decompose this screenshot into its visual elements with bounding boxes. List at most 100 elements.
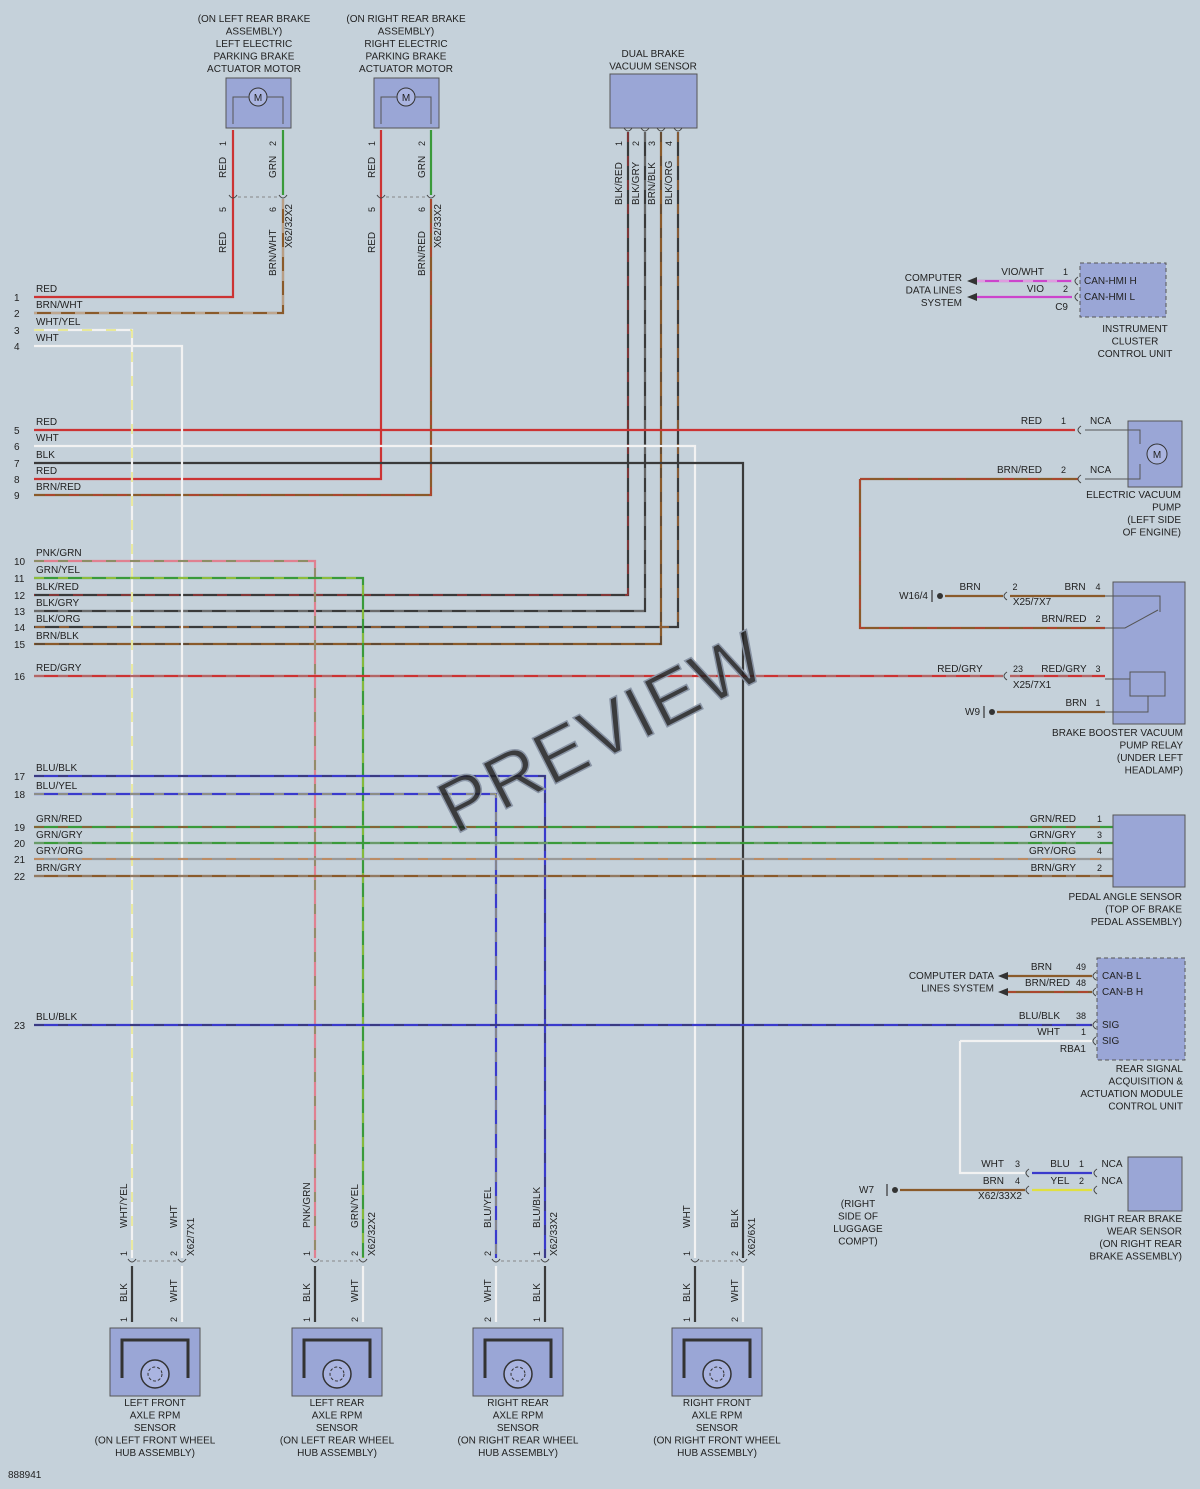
pin: 6 <box>417 207 427 212</box>
wire-label: RED <box>218 232 229 253</box>
pin: 1 <box>119 1251 129 1256</box>
wire-label: BRN/RED <box>1025 978 1070 989</box>
pin: 1 <box>1097 814 1102 824</box>
pin: 1 <box>1063 267 1068 277</box>
pin: 2 <box>1095 614 1100 624</box>
cluster-system-label: COMPUTER <box>905 273 962 284</box>
connector-mark <box>278 194 288 199</box>
connector-label: RBA1 <box>1060 1044 1087 1055</box>
row-wire-label: BRN/BLK <box>36 631 79 642</box>
arrow-icon <box>998 972 1008 980</box>
relay-coil <box>1105 671 1166 713</box>
wire-label: GRN/RED <box>1030 814 1076 825</box>
ground-label: W9 <box>965 707 980 718</box>
connector-mark <box>491 1258 501 1263</box>
pin: 2 <box>730 1317 740 1322</box>
motor-internal <box>380 96 432 124</box>
cluster-label: INSTRUMENT <box>1102 324 1168 335</box>
connector-mark <box>177 1258 187 1263</box>
ground-location-label: COMPT) <box>838 1237 877 1248</box>
components-layer <box>109 73 1186 1397</box>
connector-label: X62/32X2 <box>284 204 295 248</box>
row-number: 12 <box>14 591 26 602</box>
ground-location-label: LUGGAGE <box>833 1224 883 1235</box>
vacuum-pump-label: ELECTRIC VACUUM <box>1086 490 1181 501</box>
nca-label: NCA <box>1101 1159 1122 1170</box>
row-number: 7 <box>14 459 20 470</box>
row-wire-label: RED <box>36 466 57 477</box>
wire-label: WHT <box>483 1279 494 1302</box>
pin: 2 <box>631 141 641 146</box>
wire-label: BLK/ORG <box>664 160 675 205</box>
row-number: 17 <box>14 772 26 783</box>
rear-module-label: ACTUATION MODULE <box>1080 1089 1183 1100</box>
connector-label: X62/33X2 <box>549 1212 560 1256</box>
pin: 2 <box>268 141 278 146</box>
wire-label: BRN/BLK <box>647 162 658 205</box>
wire-label: RED <box>367 232 378 253</box>
motor-symbol: M <box>402 93 410 104</box>
pin: 1 <box>218 141 228 146</box>
rpm-sensor-label: AXLE RPM <box>692 1411 743 1422</box>
pin: 1 <box>532 1251 542 1256</box>
wire-label: BLK <box>532 1283 543 1302</box>
wire-label: BLK <box>119 1283 130 1302</box>
row-wire-label: BRN/WHT <box>36 300 83 311</box>
connector-mark <box>1092 1020 1097 1030</box>
motor-internal <box>232 96 284 124</box>
pin: 4 <box>664 141 674 146</box>
relay-box <box>1112 581 1186 725</box>
row-number: 10 <box>14 557 26 568</box>
wire-label: BLK <box>682 1283 693 1302</box>
wire-label: GRN <box>268 156 279 178</box>
wire-row-1 <box>34 130 235 299</box>
wire-label: BLK <box>730 1209 741 1228</box>
connector-label: X62/6X1 <box>747 1217 758 1256</box>
wire-label: BRN/RED <box>997 465 1042 476</box>
pin: 2 <box>730 1251 740 1256</box>
wire-label: RED <box>218 157 229 178</box>
pin: 4 <box>1097 846 1102 856</box>
rpm-sensor-label: (ON RIGHT FRONT WHEEL <box>653 1436 781 1447</box>
rear-module-system-label: LINES SYSTEM <box>921 984 994 995</box>
row-wire-label: BLU/BLK <box>36 763 77 774</box>
connector-mark <box>1077 474 1082 484</box>
connector-mark <box>1092 987 1097 997</box>
nca-label: NCA <box>1090 416 1111 427</box>
wire-vacuum-3-tracer <box>34 132 662 645</box>
wire-label: BRN/WHT <box>268 229 279 276</box>
connector-label: X25/7X7 <box>1013 597 1052 608</box>
row-wire-label: GRN/YEL <box>36 565 80 576</box>
wear-sensor-label: RIGHT REAR BRAKE <box>1084 1214 1182 1225</box>
row-number: 21 <box>14 855 26 866</box>
pin: 4 <box>1015 1176 1020 1186</box>
pin: 1 <box>302 1251 312 1256</box>
relay-label: BRAKE BOOSTER VACUUM <box>1052 728 1183 739</box>
sensor-wheel-icon <box>140 1359 170 1389</box>
ground-icon <box>892 1187 898 1193</box>
connector-mark <box>1003 591 1008 601</box>
wire-label: BRN <box>1064 582 1085 593</box>
connector-mark <box>540 1258 550 1263</box>
labels-layer: 1RED2BRN/WHT3WHT/YEL4WHT5RED6WHT7BLK8RED… <box>14 14 1183 1459</box>
wire-row-4 <box>34 344 184 1258</box>
row-wire-label: WHT <box>36 433 59 444</box>
connector-mark <box>690 1258 700 1263</box>
rear-module-label: CONTROL UNIT <box>1108 1102 1183 1113</box>
left-epb-label: (ON LEFT REAR BRAKE <box>198 14 311 25</box>
rpm-sensor-label: RIGHT REAR <box>487 1398 549 1409</box>
row-wire-label: BLK/ORG <box>36 614 81 625</box>
connector-mark <box>656 127 666 132</box>
diagram-id: 888941 <box>8 1470 42 1481</box>
connector-mark <box>1074 276 1079 286</box>
row-wire-label: BLK/GRY <box>36 598 79 609</box>
signal-label: SIG <box>1102 1020 1119 1031</box>
connector-mark <box>1025 1168 1030 1178</box>
wire-label: VIO <box>1027 284 1044 295</box>
rpm-sensor-label: RIGHT FRONT <box>683 1398 751 1409</box>
row-number: 13 <box>14 607 26 618</box>
wire-label: WHT <box>1037 1027 1060 1038</box>
sensor-coil-icon <box>483 1338 553 1378</box>
relay-label: PUMP RELAY <box>1119 741 1183 752</box>
